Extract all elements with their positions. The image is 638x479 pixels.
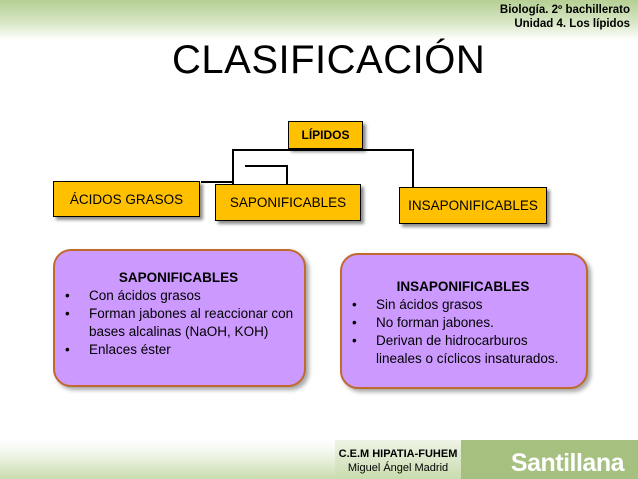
panel-list: Sin ácidos grasos No forman jabones. Der… xyxy=(350,296,576,368)
insaponificables-panel: INSAPONIFICABLES Sin ácidos grasos No fo… xyxy=(340,253,588,389)
footer-bar xyxy=(0,440,638,479)
slide-title: CLASIFICACIÓN xyxy=(172,38,486,82)
school-name: C.E.M HIPATIA-FUHEM xyxy=(338,448,458,460)
course-line: Biología. 2º bachillerato xyxy=(499,4,630,16)
node-insaponificables: INSAPONIFICABLES xyxy=(399,187,547,224)
list-item: No forman jabones. xyxy=(350,314,576,332)
node-saponificables: SAPONIFICABLES xyxy=(215,184,361,221)
connector-line xyxy=(412,149,414,188)
connector-line xyxy=(245,165,288,167)
saponificables-panel: SAPONIFICABLES Con ácidos grasos Forman … xyxy=(53,249,306,387)
root-node-lipidos: LÍPIDOS xyxy=(288,121,363,149)
list-item: Enlaces éster xyxy=(63,341,294,359)
footer-credits: C.E.M HIPATIA-FUHEM Miguel Ángel Madrid xyxy=(338,447,458,475)
santillana-logo: Santillana xyxy=(510,449,625,477)
panel-heading: INSAPONIFICABLES xyxy=(396,279,530,294)
node-acidos-grasos: ÁCIDOS GRASOS xyxy=(53,181,200,217)
list-item: Sin ácidos grasos xyxy=(350,296,576,314)
connector-line xyxy=(201,181,232,183)
list-item: Con ácidos grasos xyxy=(63,287,294,305)
footer-center-panel xyxy=(335,440,461,479)
connector-line xyxy=(232,149,414,151)
unit-line: Unidad 4. Los lípidos xyxy=(514,18,630,30)
course-info: Biología. 2º bachillerato Unidad 4. Los … xyxy=(500,3,630,31)
header-bar xyxy=(0,0,638,40)
panel-heading: SAPONIFICABLES xyxy=(118,270,239,285)
connector-line xyxy=(232,149,234,185)
author-name: Miguel Ángel Madrid xyxy=(347,462,449,474)
panel-list: Con ácidos grasos Forman jabones al reac… xyxy=(63,287,294,359)
list-item: Forman jabones al reaccionar con bases a… xyxy=(63,305,294,341)
list-item: Derivan de hidrocarburos lineales o cícl… xyxy=(350,332,576,368)
connector-line xyxy=(286,165,288,185)
footer-gradient xyxy=(0,440,335,479)
